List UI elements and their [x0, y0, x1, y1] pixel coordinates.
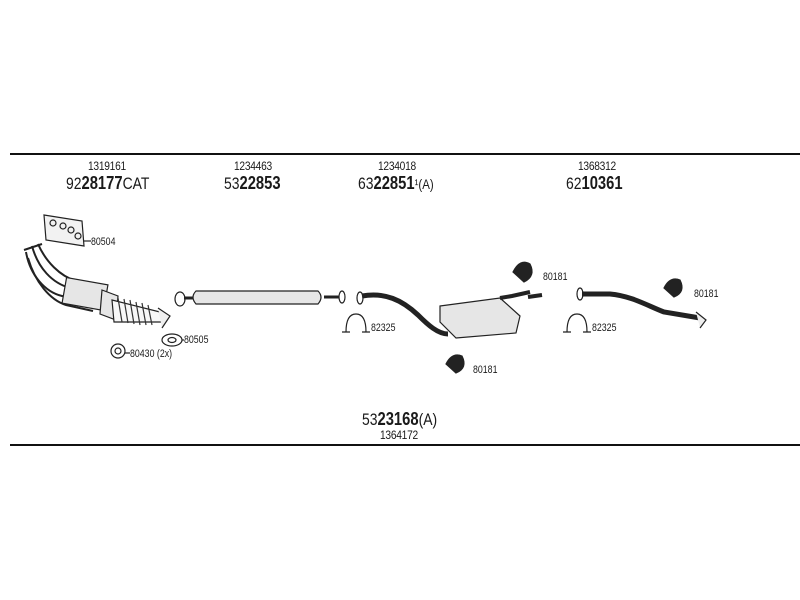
bottom-assembly-suffix: (A) — [418, 410, 438, 429]
assembly-4-main: 10361 — [581, 173, 623, 193]
assembly-4-number: 6210361 — [566, 173, 623, 194]
assembly-3-main: 22851 — [373, 173, 415, 193]
bottom-rule — [10, 444, 800, 446]
assembly-4-code: 1368312 — [578, 159, 616, 173]
assembly-4-prefix: 62 — [566, 174, 582, 193]
part-label-gasket-flange: 80505 — [184, 334, 209, 346]
assembly-2-number: 5322853 — [224, 173, 281, 194]
assembly-1-prefix: 92 — [66, 174, 82, 193]
bottom-assembly-number: 5323168(A) — [362, 409, 437, 430]
front-muffler — [174, 290, 346, 307]
assembly-3-number: 6322851¹(A) — [358, 173, 434, 194]
bottom-assembly-code: 1364172 — [380, 428, 418, 442]
tail-pipe — [576, 287, 707, 329]
assembly-2-code: 1234463 — [234, 159, 272, 173]
clamp-1 — [342, 313, 370, 333]
assembly-3-code: 1234018 — [378, 159, 416, 173]
manifold-gasket — [43, 214, 85, 247]
assembly-2-prefix: 53 — [224, 174, 240, 193]
part-label-hanger-3: 80181 — [694, 288, 719, 300]
hanger-1 — [512, 261, 533, 283]
part-label-clamp-2: 82325 — [592, 322, 617, 334]
bottom-assembly-main: 23168 — [377, 409, 419, 429]
middle-muffler-pipe — [356, 290, 543, 339]
assembly-1-number: 9228177CAT — [66, 173, 149, 194]
assembly-1-code: 1319161 — [88, 159, 126, 173]
assembly-1-suffix: CAT — [122, 174, 150, 193]
part-label-hanger-1: 80181 — [543, 271, 568, 283]
bottom-assembly-prefix: 53 — [362, 410, 378, 429]
assembly-3-prefix: 63 — [358, 174, 374, 193]
assembly-3-suffix: ¹(A) — [414, 176, 434, 192]
part-label-nut: 80430 (2x) — [130, 348, 173, 360]
top-rule — [10, 153, 800, 155]
manifold-catalyst — [23, 243, 119, 321]
flange-gasket — [161, 333, 183, 347]
hanger-2 — [445, 354, 465, 374]
nut — [110, 343, 126, 359]
clamp-2 — [563, 313, 591, 333]
assembly-1-main: 28177 — [81, 173, 123, 193]
part-label-hanger-2: 80181 — [473, 364, 498, 376]
assembly-2-main: 22853 — [239, 173, 281, 193]
hanger-3 — [663, 278, 683, 298]
part-label-clamp-1: 82325 — [371, 322, 396, 334]
part-label-gasket-manifold: 80504 — [91, 236, 116, 248]
flex-pipe — [111, 297, 171, 329]
